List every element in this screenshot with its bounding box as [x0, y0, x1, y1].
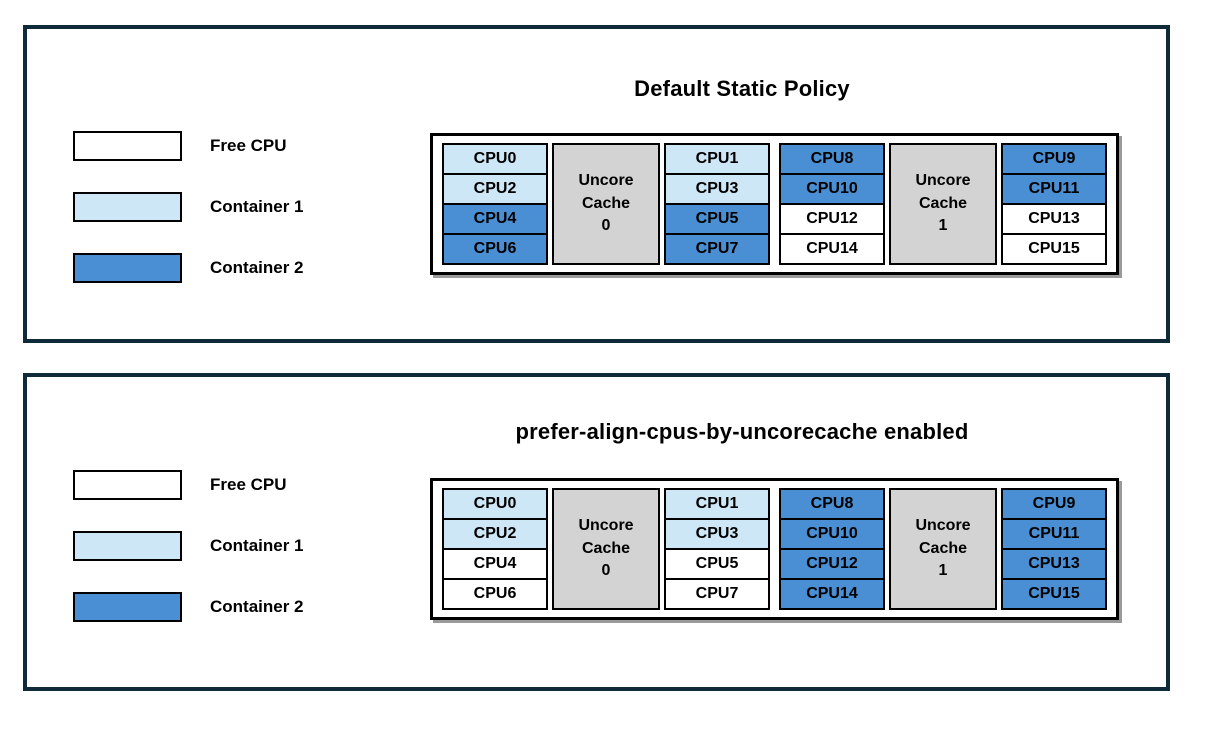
legend-item-label: Container 2: [210, 258, 304, 277]
cell-cpu14: CPU14: [779, 233, 885, 265]
cell-cpu8: CPU8: [779, 143, 885, 175]
cell-cpu1: CPU1: [664, 488, 770, 520]
cell-cpu7: CPU7: [664, 578, 770, 610]
free-swatch: [73, 470, 182, 500]
cell-cpu10: CPU10: [779, 173, 885, 205]
legend-item-container1: Container 1: [73, 531, 304, 561]
cell-cpu1: CPU1: [664, 143, 770, 175]
cell-cpu12: CPU12: [779, 203, 885, 235]
legend: Free CPU Container 1 Container 2: [73, 131, 304, 314]
cell-cpu15: CPU15: [1001, 233, 1107, 265]
cell-cpu9: CPU9: [1001, 488, 1107, 520]
uncore-cache-1-box: Uncore Cache 1: [889, 488, 997, 610]
uncore-cache-0-box: Uncore Cache 0: [552, 488, 660, 610]
cell-cpu6: CPU6: [442, 233, 548, 265]
cell-cpu9: CPU9: [1001, 143, 1107, 175]
legend-item-container1: Container 1: [73, 192, 304, 222]
cell-cpu5: CPU5: [664, 203, 770, 235]
container2-swatch: [73, 253, 182, 283]
container2-swatch: [73, 592, 182, 622]
cell-cpu10: CPU10: [779, 518, 885, 550]
legend-item-label: Container 2: [210, 597, 304, 616]
cell-cpu5: CPU5: [664, 548, 770, 580]
cell-cpu4: CPU4: [442, 548, 548, 580]
cell-cpu13: CPU13: [1001, 548, 1107, 580]
free-swatch: [73, 131, 182, 161]
legend-item-label: Free CPU: [210, 136, 287, 155]
cell-cpu11: CPU11: [1001, 518, 1107, 550]
cell-cpu13: CPU13: [1001, 203, 1107, 235]
legend-item-free: Free CPU: [73, 131, 304, 161]
cell-cpu2: CPU2: [442, 518, 548, 550]
container1-swatch: [73, 192, 182, 222]
cell-cpu6: CPU6: [442, 578, 548, 610]
cell-cpu15: CPU15: [1001, 578, 1107, 610]
cell-cpu0: CPU0: [442, 488, 548, 520]
legend-item-label: Container 1: [210, 536, 304, 555]
legend: Free CPU Container 1 Container 2: [73, 470, 304, 653]
legend-item-label: Free CPU: [210, 475, 287, 494]
cell-cpu3: CPU3: [664, 518, 770, 550]
legend-item-label: Container 1: [210, 197, 304, 216]
cell-cpu4: CPU4: [442, 203, 548, 235]
panel-default-static-policy: Default Static Policy Free CPU Container …: [23, 25, 1170, 343]
cell-cpu7: CPU7: [664, 233, 770, 265]
legend-item-container2: Container 2: [73, 592, 304, 622]
legend-item-container2: Container 2: [73, 253, 304, 283]
panel-title: Default Static Policy: [634, 76, 850, 101]
cell-cpu3: CPU3: [664, 173, 770, 205]
legend-item-free: Free CPU: [73, 470, 304, 500]
cell-cpu2: CPU2: [442, 173, 548, 205]
uncore-cache-1-box: Uncore Cache 1: [889, 143, 997, 265]
container1-swatch: [73, 531, 182, 561]
cell-cpu11: CPU11: [1001, 173, 1107, 205]
cell-cpu0: CPU0: [442, 143, 548, 175]
panel-title: prefer-align-cpus-by-uncorecache enabled: [515, 419, 969, 444]
uncore-cache-0-box: Uncore Cache 0: [552, 143, 660, 265]
panel-prefer-align-cpus-by-uncorecache: prefer-align-cpus-by-uncorecache enabled…: [23, 373, 1170, 691]
cell-cpu12: CPU12: [779, 548, 885, 580]
cell-cpu14: CPU14: [779, 578, 885, 610]
cell-cpu8: CPU8: [779, 488, 885, 520]
